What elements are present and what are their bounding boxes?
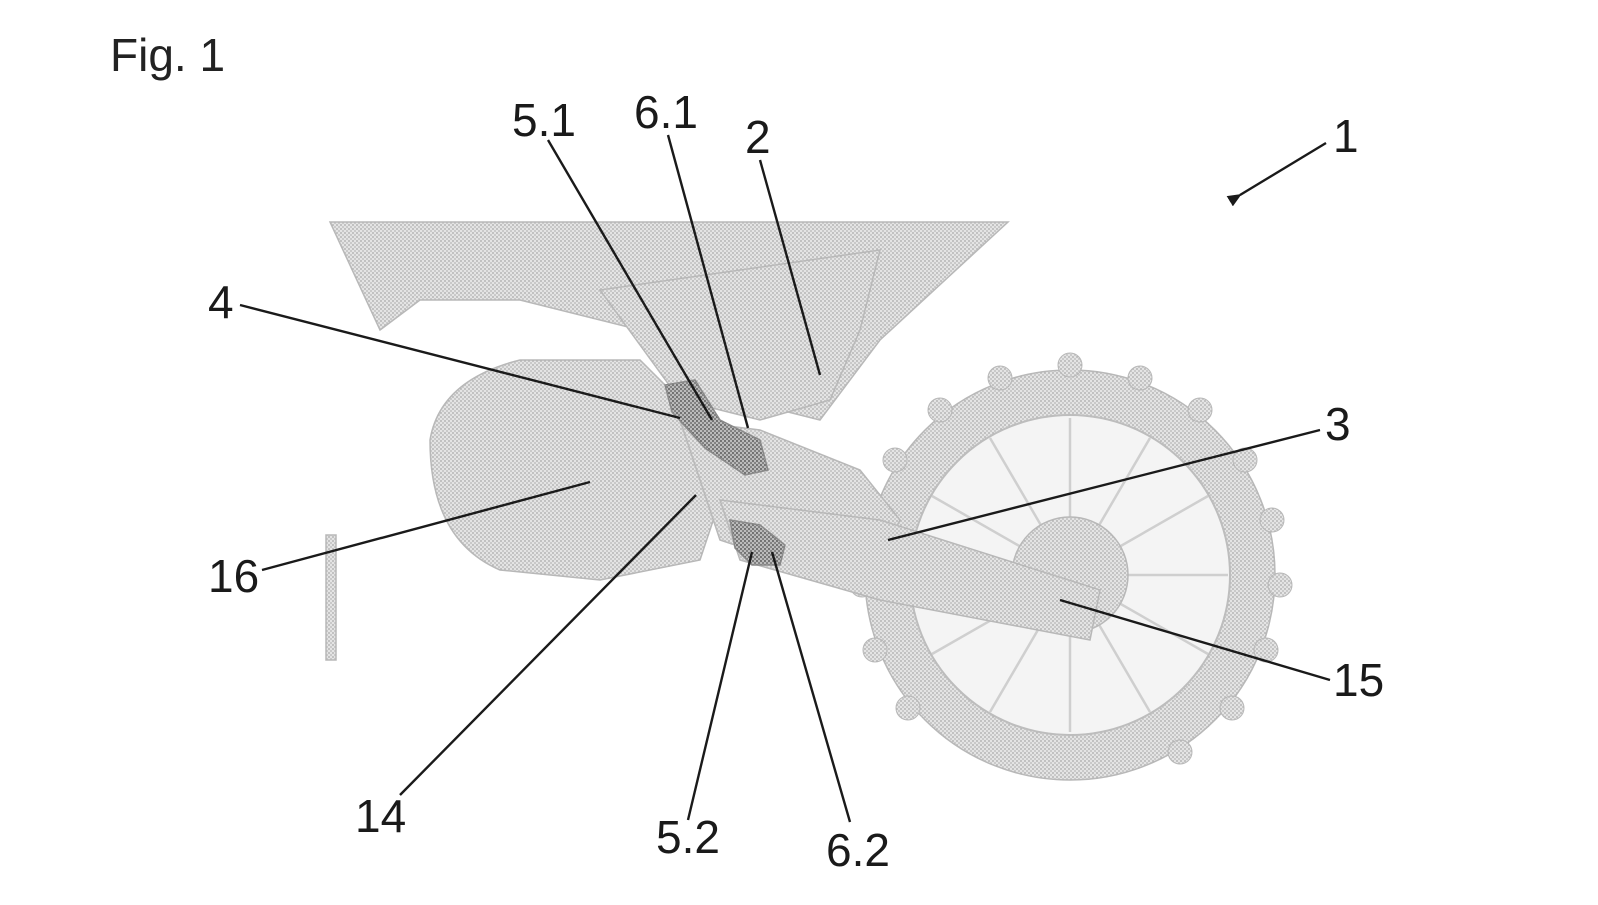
label-6-1: 6.1: [634, 86, 698, 138]
shock-mount-lower: [729, 519, 786, 566]
rear-wheel: [849, 352, 1293, 781]
label-5-2: 5.2: [656, 811, 720, 863]
label-3: 3: [1325, 398, 1351, 450]
label-2: 2: [745, 111, 771, 163]
tire-knobs: [849, 352, 1293, 765]
leader-5-1: [546, 139, 714, 421]
label-16: 16: [208, 550, 259, 602]
motorcycle-body: [325, 221, 1293, 781]
reference-labels: 1 2 3 4 5.1 6.1 14 15 16 5.2 6.2: [208, 86, 1384, 876]
footpeg-bracket: [325, 534, 337, 661]
swingarm: [718, 499, 1101, 641]
leader-15: [1059, 598, 1331, 682]
leader-1: [1226, 141, 1327, 207]
leader-3: [887, 428, 1321, 542]
leader-2: [758, 159, 822, 376]
label-1: 1: [1333, 110, 1359, 162]
leader-6-1: [666, 134, 750, 429]
leader-14: [399, 494, 697, 796]
leader-4: [239, 303, 681, 420]
label-14: 14: [355, 790, 406, 842]
leader-16: [261, 480, 591, 572]
leader-lines: [239, 134, 1331, 823]
shock-mount-upper: [664, 379, 769, 476]
leader-6-2: [770, 551, 852, 823]
label-5-1: 5.1: [512, 94, 576, 146]
figure-title: Fig. 1: [110, 29, 226, 81]
label-4: 4: [208, 276, 234, 328]
engine-cover: [429, 359, 721, 581]
leader-5-2: [686, 551, 754, 821]
label-6-2: 6.2: [826, 824, 890, 876]
label-15: 15: [1333, 654, 1384, 706]
